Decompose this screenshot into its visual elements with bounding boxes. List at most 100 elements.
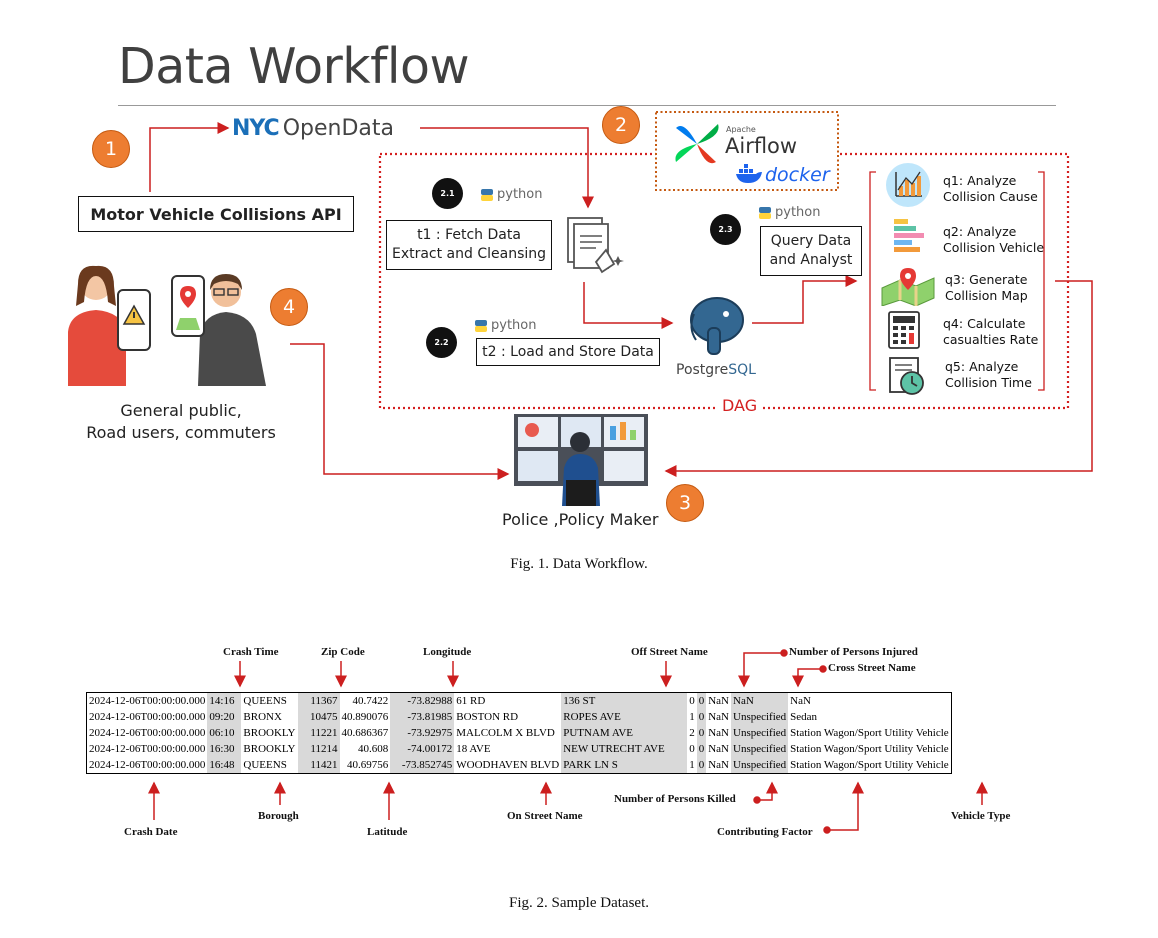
fig2-caption: Fig. 2. Sample Dataset. bbox=[509, 895, 649, 911]
query-line1: Query Data bbox=[770, 233, 852, 249]
table-cell: 16:30 bbox=[207, 741, 242, 757]
table-cell: Unspecified bbox=[731, 741, 789, 757]
label-persons-injured: Number of Persons Injured bbox=[789, 646, 918, 658]
table-cell: PARK LN S bbox=[561, 757, 688, 773]
step-badge-4: 4 bbox=[270, 288, 308, 326]
table-cell: -73.82988 bbox=[390, 693, 455, 709]
table-cell: 16:48 bbox=[207, 757, 242, 773]
table-cell: 40.890076 bbox=[341, 711, 389, 723]
label-zip-code: Zip Code bbox=[321, 646, 365, 658]
table-cell: 0 bbox=[696, 709, 707, 725]
table-cell: NEW UTRECHT AVE bbox=[561, 741, 688, 757]
label-vehicle-type: Vehicle Type bbox=[951, 810, 1011, 822]
task-badge-2-3: 2.3 bbox=[710, 214, 741, 245]
arrow-opendata-to-files bbox=[420, 127, 594, 209]
q5-line1: q5: Analyze bbox=[945, 359, 1019, 374]
task-t1-line1: t1 : Fetch Data bbox=[417, 227, 521, 243]
pointer-persons-injured bbox=[738, 652, 783, 688]
table-cell: BROOKLY bbox=[243, 743, 296, 755]
task-t1-box: t1 : Fetch Data Extract and Cleansing bbox=[386, 220, 552, 270]
python-logo-t2: python bbox=[474, 318, 536, 333]
table-cell: 0 bbox=[696, 693, 707, 709]
airflow-docker-logo: Apache Airflow docker bbox=[668, 116, 832, 186]
table-cell: NaN bbox=[708, 711, 730, 723]
table-cell: NaN bbox=[708, 727, 730, 739]
label-crash-date: Crash Date bbox=[124, 826, 178, 838]
calculator-icon bbox=[888, 311, 920, 349]
opendata-text: OpenData bbox=[282, 116, 395, 141]
table-cell: 1 bbox=[689, 711, 695, 723]
table-cell: -73.81985 bbox=[390, 709, 455, 725]
python-icon bbox=[475, 319, 487, 332]
table-cell: 18 AVE bbox=[456, 743, 491, 755]
table-cell: -74.00172 bbox=[390, 741, 455, 757]
label-contributing-factor: Contributing Factor bbox=[717, 826, 813, 838]
documents-cleansing-icon bbox=[567, 217, 624, 274]
python-logo-t1: python bbox=[480, 187, 542, 202]
table-cell: ROPES AVE bbox=[561, 709, 688, 725]
table-cell: Unspecified bbox=[731, 757, 789, 773]
table-cell: NaN bbox=[708, 743, 730, 755]
table-cell: 1 bbox=[689, 759, 695, 771]
table-cell: 61 RD bbox=[456, 695, 486, 707]
step-badge-2: 2 bbox=[602, 106, 640, 144]
pointer-cross-street bbox=[792, 668, 822, 688]
label-borough: Borough bbox=[258, 810, 299, 822]
docker-whale-icon bbox=[736, 164, 762, 183]
api-box: Motor Vehicle Collisions API bbox=[78, 196, 354, 232]
label-crash-time: Crash Time bbox=[223, 646, 279, 658]
label-persons-killed: Number of Persons Killed bbox=[614, 793, 736, 805]
table-cell: 40.608 bbox=[358, 743, 389, 755]
python-label: python bbox=[497, 187, 543, 202]
table-cell: PUTNAM AVE bbox=[561, 725, 688, 741]
clock-document-icon bbox=[889, 357, 924, 395]
postgresql-elephant-icon bbox=[690, 297, 744, 355]
table-cell: -73.852745 bbox=[390, 757, 455, 773]
step-badge-1: 1 bbox=[92, 130, 130, 168]
query-box: Query Data and Analyst bbox=[760, 226, 862, 276]
table-cell: Station Wagon/Sport Utility Vehicle bbox=[790, 743, 949, 755]
task-badge-2-1: 2.1 bbox=[432, 178, 463, 209]
table-cell: BOSTON RD bbox=[456, 711, 519, 723]
queries-bracket-left bbox=[869, 171, 876, 391]
table-cell: Station Wagon/Sport Utility Vehicle bbox=[790, 759, 949, 771]
table-cell: BRONX bbox=[243, 711, 282, 723]
table-cell: -73.92975 bbox=[390, 725, 455, 741]
task-badge-2-2: 2.2 bbox=[426, 327, 457, 358]
page-title: Data Workflow bbox=[118, 38, 470, 95]
table-cell: 0 bbox=[696, 741, 707, 757]
python-icon bbox=[481, 188, 493, 201]
table-cell: 0 bbox=[689, 695, 695, 707]
table-cell: 14:16 bbox=[207, 693, 242, 709]
nyc-opendata-logo: NYC OpenData bbox=[232, 116, 394, 141]
table-cell: 40.686367 bbox=[341, 727, 389, 739]
query-line2: and Analyst bbox=[769, 252, 853, 268]
pointer-contributing bbox=[828, 781, 864, 831]
arrow-api-to-opendata bbox=[149, 122, 230, 192]
postgres-part: Postgre bbox=[676, 362, 729, 378]
table-cell: 11214 bbox=[297, 741, 340, 757]
pointer-persons-killed bbox=[758, 781, 778, 801]
docker-label: docker bbox=[765, 164, 830, 186]
table-cell: 0 bbox=[696, 757, 707, 773]
arrow-postgres-to-queries bbox=[752, 275, 858, 324]
query-q4: q4: Calculate casualties Rate bbox=[943, 316, 1038, 348]
airflow-pinwheel-icon bbox=[675, 124, 719, 164]
table-cell: 2024-12-06T00:00:00.000 bbox=[89, 743, 206, 755]
q5-line2: Collision Time bbox=[945, 375, 1032, 390]
table-cell: NaN bbox=[708, 759, 730, 771]
table-cell: 40.69756 bbox=[347, 759, 389, 771]
table-cell: 0 bbox=[689, 743, 695, 755]
arrow-public-to-police bbox=[290, 343, 510, 480]
apache-label: Apache bbox=[726, 125, 756, 134]
q3-line2: Collision Map bbox=[945, 288, 1028, 303]
bar-chart-icon bbox=[886, 163, 930, 207]
table-cell: 0 bbox=[696, 725, 707, 741]
q1-line2: Collision Cause bbox=[943, 189, 1038, 204]
q4-line1: q4: Calculate bbox=[943, 316, 1026, 331]
